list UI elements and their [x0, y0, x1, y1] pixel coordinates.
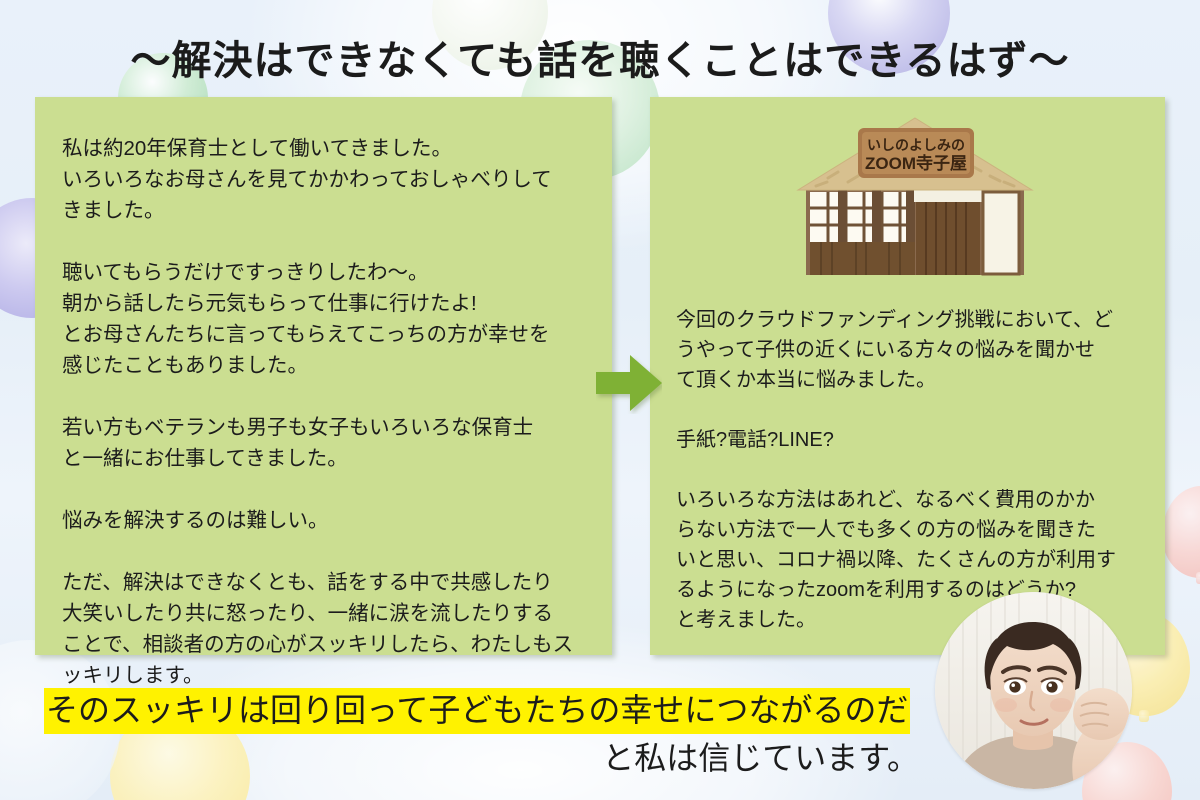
caption-tail-text: と私は信じています。: [602, 740, 919, 776]
author-portrait-photo: [935, 592, 1132, 789]
right-panel-text: 今回のクラウドファンディング挑戦において、ど うやって子供の近くにいる方々の悩み…: [676, 309, 1116, 631]
right-arrow-icon: [596, 352, 662, 414]
left-panel-text: 私は約20年保育士として働いてきました。 いろいろなお母さんを見てかかわっておし…: [62, 137, 574, 687]
house-sign-line1: いしのよしみの: [867, 137, 965, 153]
zoom-terakoya-house-illustration: いしのよしみの ZOOM寺子屋: [790, 112, 1040, 292]
house-sign-line2: ZOOM寺子屋: [865, 153, 967, 173]
page-title: 〜解決はできなくても話を聴くことはできるはず〜: [130, 39, 1070, 83]
decorative-balloon-peach-right: [1162, 486, 1200, 578]
caption-highlighted-text: そのスッキリは回り回って子どもたちの幸せにつながるのだ: [44, 688, 911, 734]
